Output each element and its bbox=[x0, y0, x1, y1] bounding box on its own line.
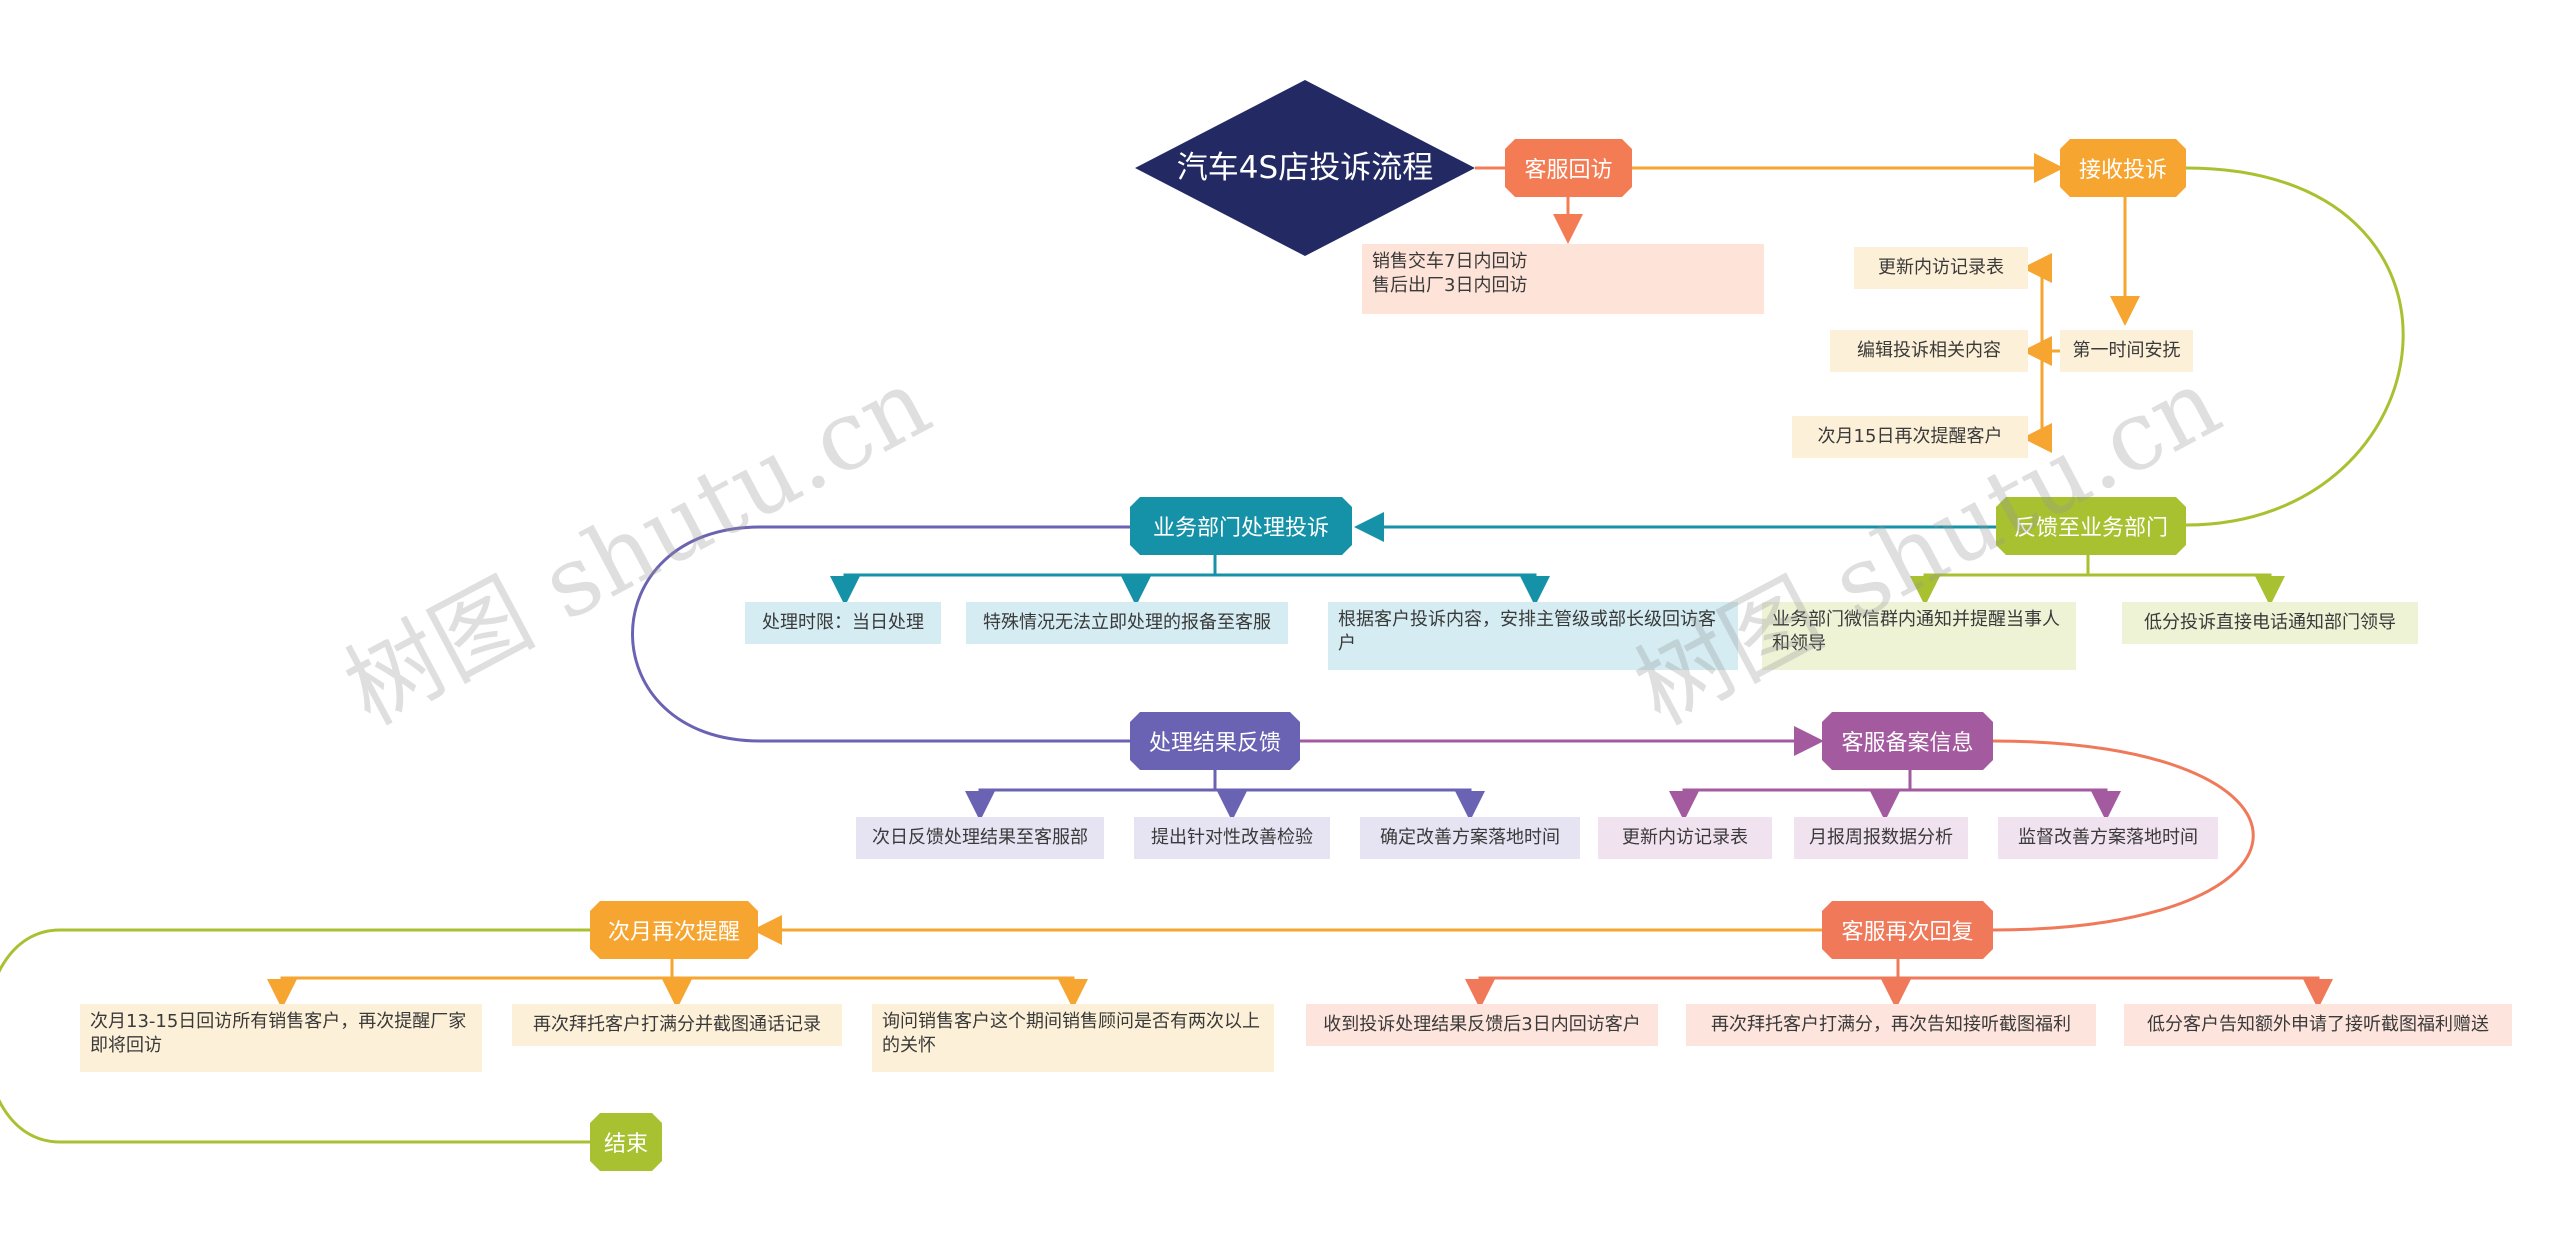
receive-leaf-update-record: 更新内访记录表 bbox=[1854, 247, 2028, 289]
nextmonth-leaf-remind-all: 次月13-15日回访所有销售客户，再次提醒厂家即将回访 bbox=[80, 1004, 482, 1072]
result-leaf-improvement: 提出针对性改善检验 bbox=[1134, 817, 1330, 859]
handle-leaf-time-limit: 处理时限：当日处理 bbox=[745, 602, 941, 644]
node-record-info[interactable]: 客服备案信息 bbox=[1822, 712, 1993, 770]
result-leaf-deadline: 确定改善方案落地时间 bbox=[1360, 817, 1580, 859]
callback-notes: 销售交车7日内回访 售后出厂3日内回访 bbox=[1362, 244, 1764, 314]
receive-leaf-remind-customer: 次月15日再次提醒客户 bbox=[1792, 416, 2028, 458]
handle-leaf-report: 特殊情况无法立即处理的报备至客服 bbox=[966, 602, 1288, 644]
node-receive-complaint[interactable]: 接收投诉 bbox=[2060, 139, 2186, 197]
node-feedback-to-department[interactable]: 反馈至业务部门 bbox=[1996, 497, 2186, 555]
handle-leaf-arrange-visit: 根据客户投诉内容，安排主管级或部长级回访客户 bbox=[1328, 602, 1738, 670]
record-leaf-supervise: 监督改善方案落地时间 bbox=[1998, 817, 2218, 859]
node-next-month-reminder[interactable]: 次月再次提醒 bbox=[590, 901, 758, 959]
receive-sub-comfort: 第一时间安抚 bbox=[2060, 330, 2193, 372]
reply-leaf-full-score: 再次拜托客户打满分，再次告知接听截图福利 bbox=[1686, 1004, 2096, 1046]
nextmonth-leaf-care-check: 询问销售客户这个期间销售顾问是否有两次以上的关怀 bbox=[872, 1004, 1274, 1072]
node-result-feedback[interactable]: 处理结果反馈 bbox=[1130, 712, 1300, 770]
node-customer-service-callback[interactable]: 客服回访 bbox=[1505, 139, 1632, 197]
feedback-leaf-phone-notify: 低分投诉直接电话通知部门领导 bbox=[2122, 602, 2418, 644]
node-end[interactable]: 结束 bbox=[590, 1113, 662, 1171]
reply-leaf-3day-visit: 收到投诉处理结果反馈后3日内回访客户 bbox=[1306, 1004, 1658, 1046]
nextmonth-leaf-screenshot: 再次拜托客户打满分并截图通话记录 bbox=[512, 1004, 842, 1046]
record-leaf-report-analysis: 月报周报数据分析 bbox=[1794, 817, 1968, 859]
diagram-title: 汽车4S店投诉流程 bbox=[1176, 149, 1434, 186]
reply-leaf-extra-gift: 低分客户告知额外申请了接听截图福利赠送 bbox=[2124, 1004, 2512, 1046]
title-diamond bbox=[1135, 80, 1475, 256]
receive-leaf-edit-content: 编辑投诉相关内容 bbox=[1830, 330, 2028, 372]
callback-note-2: 售后出厂3日内回访 bbox=[1372, 275, 1528, 296]
callback-note-1: 销售交车7日内回访 bbox=[1372, 251, 1528, 272]
feedback-leaf-wechat-notify: 业务部门微信群内通知并提醒当事人和领导 bbox=[1762, 602, 2076, 670]
record-leaf-update: 更新内访记录表 bbox=[1598, 817, 1772, 859]
node-reply-again[interactable]: 客服再次回复 bbox=[1822, 901, 1993, 959]
node-department-handles[interactable]: 业务部门处理投诉 bbox=[1130, 497, 1352, 555]
result-leaf-next-day: 次日反馈处理结果至客服部 bbox=[856, 817, 1104, 859]
